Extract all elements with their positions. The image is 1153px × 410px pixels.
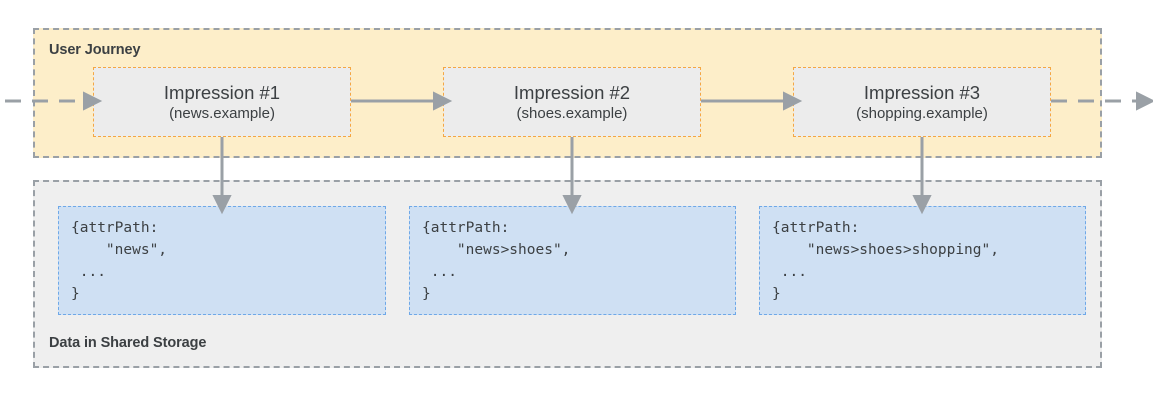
- impression-2-title: Impression #2: [513, 81, 631, 103]
- data-box-3: {attrPath: "news>shoes>shopping", ... }: [759, 206, 1086, 315]
- impression-3-subtitle: (shopping.example): [856, 104, 988, 122]
- shared-storage-label: Data in Shared Storage: [49, 335, 207, 351]
- data-box-2: {attrPath: "news>shoes", ... }: [409, 206, 736, 315]
- impression-1-subtitle: (news.example): [169, 104, 275, 122]
- user-journey-label: User Journey: [49, 42, 141, 58]
- impression-2-subtitle: (shoes.example): [516, 104, 628, 122]
- impression-3-title: Impression #3: [863, 81, 981, 103]
- impression-1-title: Impression #1: [163, 81, 281, 103]
- impression-box-1: Impression #1 (news.example): [93, 67, 351, 137]
- data-box-1: {attrPath: "news", ... }: [58, 206, 386, 315]
- impression-box-2: Impression #2 (shoes.example): [443, 67, 701, 137]
- impression-box-3: Impression #3 (shopping.example): [793, 67, 1051, 137]
